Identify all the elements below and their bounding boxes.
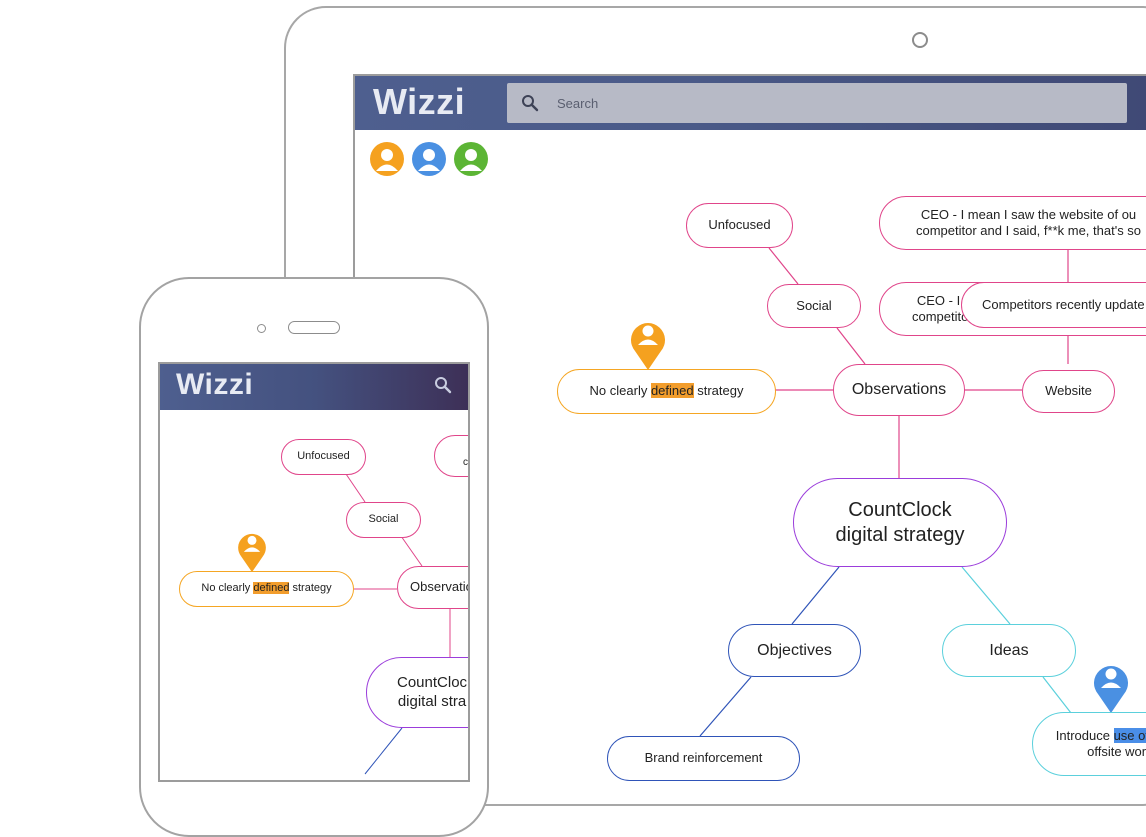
node-objectives[interactable]: Objectives bbox=[728, 624, 861, 677]
tablet-camera bbox=[912, 32, 928, 48]
node-introduce[interactable]: Introduce use of offsite worl bbox=[1032, 712, 1146, 776]
location-pin-icon bbox=[631, 323, 665, 370]
phone-app-header: Wizzi bbox=[160, 364, 468, 410]
node-brand-reinforcement[interactable]: Brand reinforcement bbox=[607, 736, 800, 781]
search-bar[interactable] bbox=[507, 83, 1127, 123]
avatar[interactable] bbox=[412, 142, 446, 176]
avatar[interactable] bbox=[370, 142, 404, 176]
highlighted-text: use of bbox=[1113, 727, 1146, 743]
search-icon bbox=[522, 95, 539, 112]
node-social[interactable]: Social bbox=[767, 284, 861, 328]
highlighted-text: defined bbox=[253, 582, 290, 595]
node-observations[interactable]: Observatio bbox=[397, 566, 468, 609]
node-observations[interactable]: Observations bbox=[833, 364, 965, 416]
app-header: Wizzi bbox=[355, 76, 1146, 130]
node-unfocused[interactable]: Unfocused bbox=[281, 439, 366, 475]
search-input[interactable] bbox=[557, 83, 1117, 123]
node-no-clear-strategy[interactable]: No clearly defined strategy bbox=[179, 571, 354, 607]
highlighted-text: defined bbox=[650, 383, 694, 399]
phone-screen: Wizzi Unfocused c Social No clearly defi… bbox=[158, 362, 470, 782]
node-website[interactable]: Website bbox=[1022, 370, 1115, 413]
phone-speaker bbox=[288, 321, 340, 334]
avatar[interactable] bbox=[454, 142, 488, 176]
app-logo: Wizzi bbox=[176, 368, 254, 401]
node-social[interactable]: Social bbox=[346, 502, 421, 538]
node-no-clear-strategy[interactable]: No clearly defined strategy bbox=[557, 369, 776, 414]
location-pin-icon bbox=[238, 533, 266, 573]
mindmap-connectors bbox=[699, 247, 1072, 737]
search-icon[interactable] bbox=[434, 376, 452, 394]
node-unfocused[interactable]: Unfocused bbox=[686, 203, 793, 248]
app-logo: Wizzi bbox=[373, 81, 466, 122]
node-ceo-quote[interactable]: c bbox=[434, 435, 468, 477]
node-ideas[interactable]: Ideas bbox=[942, 624, 1076, 677]
node-competitors[interactable]: Competitors recently update bbox=[961, 282, 1146, 328]
phone-camera bbox=[257, 324, 266, 333]
location-pin-icon bbox=[1094, 666, 1128, 713]
